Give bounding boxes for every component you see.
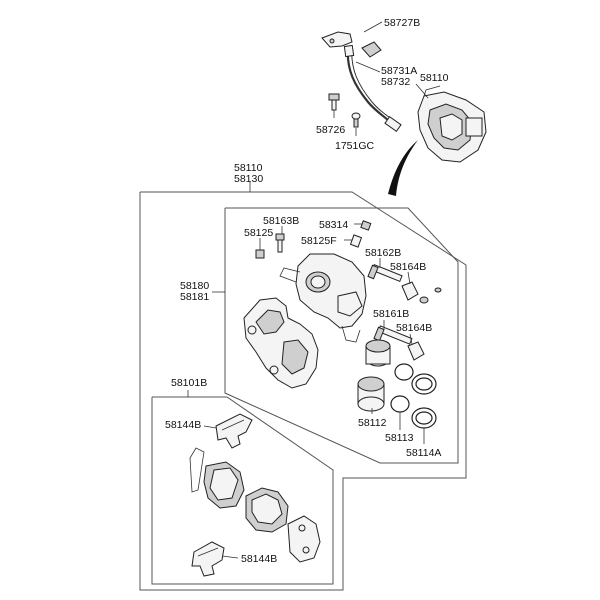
- label-58125: 58125: [244, 227, 273, 239]
- seal-ring-58113: [390, 395, 410, 413]
- label-58164B-upper: 58164B: [390, 261, 426, 273]
- piston-upper: [365, 339, 391, 367]
- label-58727B: 58727B: [384, 17, 420, 29]
- dust-boot-58114A: [411, 407, 437, 429]
- leader-58164B-b: [409, 333, 413, 345]
- label-58180: 58180: [180, 280, 209, 292]
- leader-58144B-upper: [203, 425, 217, 429]
- label-58731A: 58731A: [381, 65, 417, 77]
- boot-58164B-upper: [401, 281, 442, 304]
- caliper-assembled-top: [417, 85, 487, 163]
- label-1751GC: 1751GC: [335, 140, 375, 152]
- leader-58731A: [355, 61, 381, 73]
- boot-58164B-lower: [407, 341, 425, 361]
- pad-clip-lower: [191, 541, 225, 577]
- label-58144B-upper: 58144B: [165, 419, 201, 431]
- brake-pad-inner: [189, 447, 245, 509]
- caliper-body-outline: [224, 207, 459, 464]
- brake-hose: [343, 44, 402, 132]
- label-58112: 58112: [358, 417, 387, 429]
- pad-kit-outline: [151, 396, 334, 585]
- cap-58314: [360, 220, 372, 231]
- pad-clip-upper: [215, 413, 253, 449]
- leader-58144B-lower: [221, 555, 239, 559]
- guide-pin-58162B: [367, 263, 403, 283]
- caliper-housing: [279, 253, 367, 343]
- leader-58727B: [363, 21, 383, 33]
- caliper-carrier-bracket: [243, 297, 319, 389]
- label-58732: 58732: [381, 76, 410, 88]
- bolt-58163B: [275, 233, 285, 253]
- pin-58125F: [349, 234, 363, 248]
- label-58164B-lower: 58164B: [396, 322, 432, 334]
- piston-58112: [357, 376, 385, 412]
- label-58726: 58726: [316, 124, 345, 136]
- label-58110: 58110: [234, 162, 263, 174]
- pointer-arrow: [388, 140, 418, 196]
- label-58110-top: 58110: [420, 72, 449, 84]
- seal-ring-upper: [394, 363, 414, 381]
- anti-squeal-shim: [287, 515, 321, 563]
- label-58314: 58314: [319, 219, 348, 231]
- label-58161B: 58161B: [373, 308, 409, 320]
- leader-58164B-a: [407, 271, 411, 285]
- label-58101B: 58101B: [171, 377, 207, 389]
- label-58113: 58113: [385, 432, 414, 444]
- label-58181: 58181: [180, 291, 209, 303]
- bolt-58125: [255, 249, 265, 259]
- label-58125F: 58125F: [301, 235, 337, 247]
- dust-boot-upper: [411, 373, 437, 395]
- label-58114A: 58114A: [406, 447, 441, 459]
- washer-1751GC: [351, 112, 361, 128]
- brake-pad-outer: [245, 487, 289, 533]
- label-58162B: 58162B: [365, 247, 401, 259]
- label-58130: 58130: [234, 173, 263, 185]
- label-58163B: 58163B: [263, 215, 299, 227]
- leader-58110-top: [415, 83, 429, 99]
- brake-hose-bracket: [321, 31, 382, 58]
- caliper-assembly-outline: [139, 191, 467, 591]
- bleeder-bolt: [328, 93, 340, 111]
- label-58144B-lower: 58144B: [241, 553, 277, 565]
